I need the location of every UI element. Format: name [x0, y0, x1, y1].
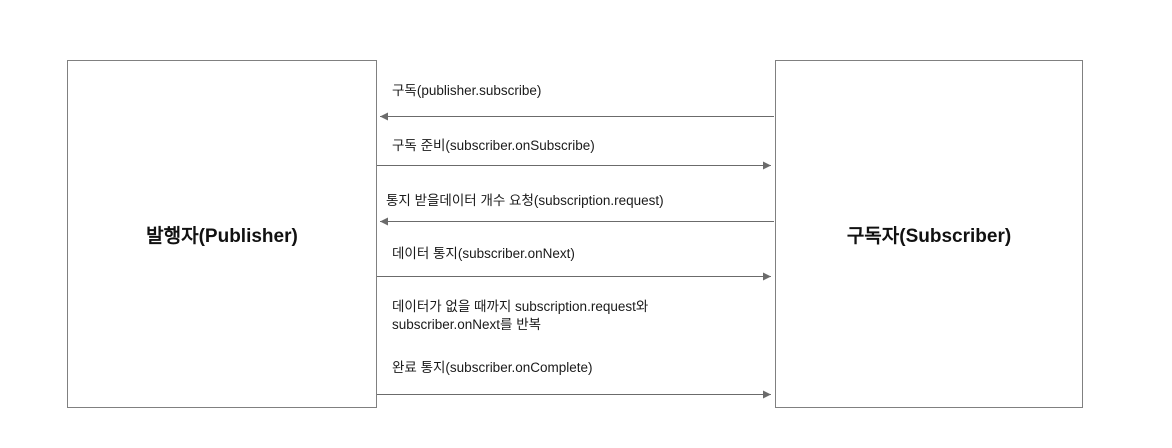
message-label-1: 구독(publisher.subscribe)	[392, 83, 542, 98]
message-label-6: 완료 통지(subscriber.onComplete)	[392, 360, 593, 375]
actor-label-subscriber: 구독자(Subscriber)	[846, 225, 1012, 247]
message-label-4: 데이터 통지(subscriber.onNext)	[392, 246, 575, 261]
message-note-5: 데이터가 없을 때까지 subscription.request와 subscr…	[392, 299, 649, 332]
message-label-2: 구독 준비(subscriber.onSubscribe)	[392, 138, 595, 153]
actor-label-publisher: 발행자(Publisher)	[146, 225, 298, 247]
actor-box-publisher: 발행자(Publisher)	[67, 60, 377, 408]
actor-box-subscriber: 구독자(Subscriber)	[775, 60, 1083, 408]
message-label-3: 통지 받을데이터 개수 요청(subscription.request)	[386, 193, 664, 208]
